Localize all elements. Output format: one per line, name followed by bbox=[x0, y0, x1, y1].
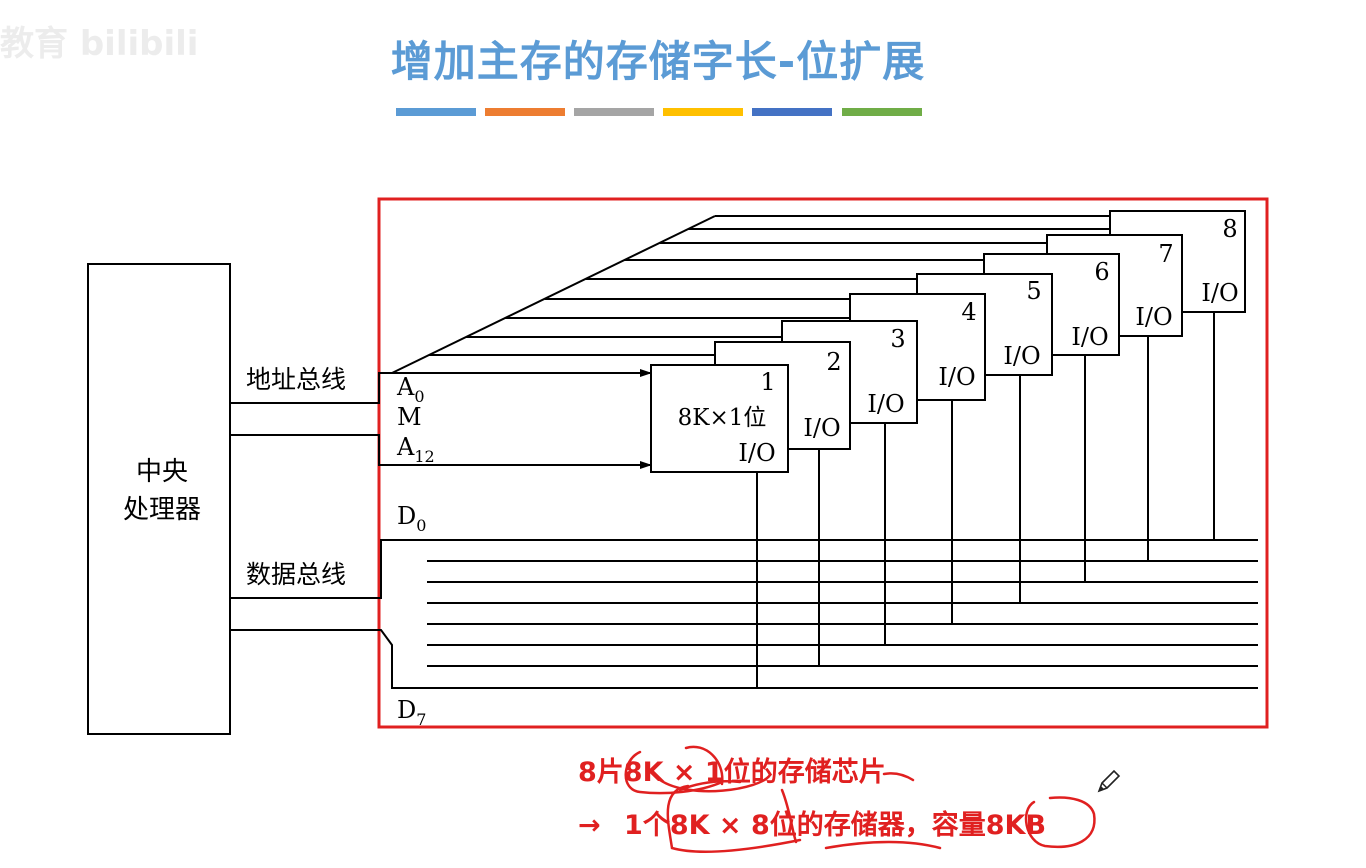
data-d7-label: D bbox=[397, 696, 416, 724]
pencil-cursor-icon bbox=[1097, 769, 1121, 793]
chip-io-7: I/O bbox=[1135, 303, 1172, 331]
address-fanout bbox=[391, 215, 1110, 374]
data-bus-wire-d7 bbox=[230, 629, 1258, 689]
chip-io-4: I/O bbox=[938, 363, 975, 391]
bilibili-watermark: 教育 bilibili bbox=[0, 24, 199, 64]
address-bus-label: 地址总线 bbox=[246, 365, 346, 394]
chip-number-1: 1 bbox=[760, 368, 775, 396]
chip-number-7: 7 bbox=[1158, 240, 1173, 268]
chip-io-3: I/O bbox=[867, 390, 904, 418]
annotation-arrow-icon: → bbox=[578, 810, 601, 841]
addr-m-label: M bbox=[397, 403, 422, 431]
accent-bar-darkblue bbox=[752, 108, 832, 116]
address-bus-wire-a0 bbox=[230, 372, 392, 404]
cpu-box bbox=[87, 263, 231, 735]
addr-a0-label: A bbox=[396, 373, 415, 401]
data-d0-sub: 0 bbox=[416, 516, 426, 535]
handwritten-marks bbox=[624, 745, 1096, 853]
cpu-label-line2: 处理器 bbox=[123, 495, 201, 525]
addr-a12-label: A bbox=[396, 433, 415, 461]
data-bus-label: 数据总线 bbox=[246, 560, 346, 589]
chip-number-8: 8 bbox=[1222, 215, 1237, 243]
chip-io-8: I/O bbox=[1201, 279, 1238, 307]
chip-number-3: 3 bbox=[890, 325, 905, 353]
accent-bar-green bbox=[842, 108, 922, 116]
data-d7-sub: 7 bbox=[416, 710, 426, 729]
accent-bar-orange bbox=[485, 108, 565, 116]
chip-io-6: I/O bbox=[1071, 323, 1108, 351]
chip-1: 1 8K×1位 I/O bbox=[650, 364, 789, 473]
addr-a12-sub: 12 bbox=[414, 447, 434, 466]
cpu-label-line1: 中央 bbox=[136, 457, 188, 487]
data-bus-wire-d0 bbox=[230, 539, 1258, 599]
annotation-line-2: 1个8K × 8位的存储器，容量8KB bbox=[624, 810, 1047, 841]
slide-title: 增加主存的存储字长-位扩展 bbox=[390, 37, 926, 86]
address-bus-wire-a12 bbox=[230, 434, 392, 466]
io-connections bbox=[756, 312, 1215, 688]
accent-bar-blue bbox=[396, 108, 476, 116]
chip-number-5: 5 bbox=[1026, 277, 1041, 305]
chip-io-1: I/O bbox=[738, 439, 775, 467]
accent-bar-gray bbox=[574, 108, 654, 116]
chip-io-2: I/O bbox=[803, 414, 840, 442]
addr-a0-sub: 0 bbox=[414, 387, 424, 406]
data-bus-lines bbox=[427, 560, 1258, 667]
chip-1-spec: 8K×1位 bbox=[678, 405, 767, 431]
svg-text:D0: D0 bbox=[397, 502, 426, 535]
data-d0-label: D bbox=[397, 502, 416, 530]
svg-text:A12: A12 bbox=[396, 433, 435, 466]
chip-number-6: 6 bbox=[1094, 258, 1109, 286]
chip-number-2: 2 bbox=[826, 348, 841, 376]
svg-text:D7: D7 bbox=[397, 696, 426, 729]
svg-text:A0: A0 bbox=[396, 373, 425, 406]
annotation-line-1: 8片8K × 1位的存储芯片 bbox=[578, 757, 886, 788]
chip-io-5: I/O bbox=[1003, 342, 1040, 370]
chip-number-4: 4 bbox=[961, 298, 976, 326]
accent-bar-yellow bbox=[663, 108, 743, 116]
